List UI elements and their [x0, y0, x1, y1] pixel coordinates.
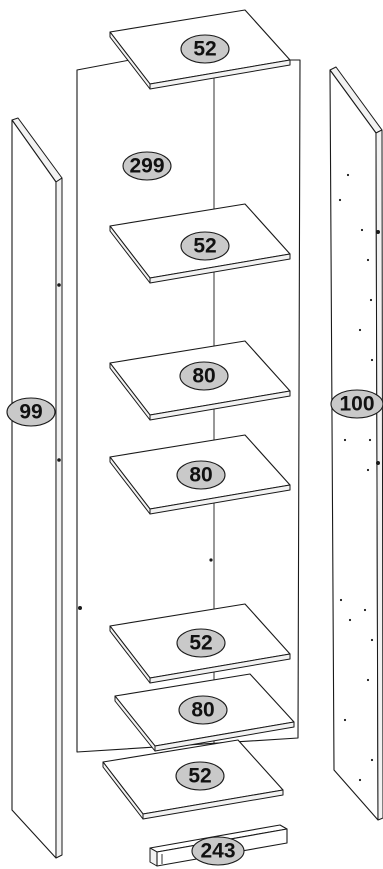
- label-shelf-6: 80: [178, 695, 228, 725]
- label-side-left: 99: [6, 397, 56, 427]
- svg-text:52: 52: [193, 38, 216, 61]
- side-panel-left: [11, 117, 63, 859]
- svg-text:52: 52: [189, 632, 212, 655]
- svg-text:243: 243: [200, 840, 235, 863]
- svg-text:99: 99: [19, 401, 42, 424]
- svg-text:52: 52: [188, 765, 211, 788]
- label-shelf-3: 80: [179, 361, 229, 391]
- label-side-right: 100: [330, 389, 383, 419]
- svg-text:52: 52: [193, 235, 216, 258]
- label-shelf-bottom: 52: [175, 761, 225, 791]
- label-back-panel: 299: [122, 151, 172, 181]
- svg-text:80: 80: [192, 365, 215, 388]
- label-shelf-5: 52: [176, 628, 226, 658]
- svg-text:80: 80: [189, 464, 212, 487]
- label-shelf-4: 80: [176, 460, 226, 490]
- svg-text:80: 80: [191, 699, 214, 722]
- svg-text:299: 299: [129, 155, 164, 178]
- label-plinth: 243: [191, 836, 245, 866]
- label-shelf-top: 52: [180, 34, 230, 64]
- svg-text:100: 100: [339, 393, 374, 416]
- side-panel-right: [329, 66, 383, 821]
- label-shelf-2: 52: [180, 231, 230, 261]
